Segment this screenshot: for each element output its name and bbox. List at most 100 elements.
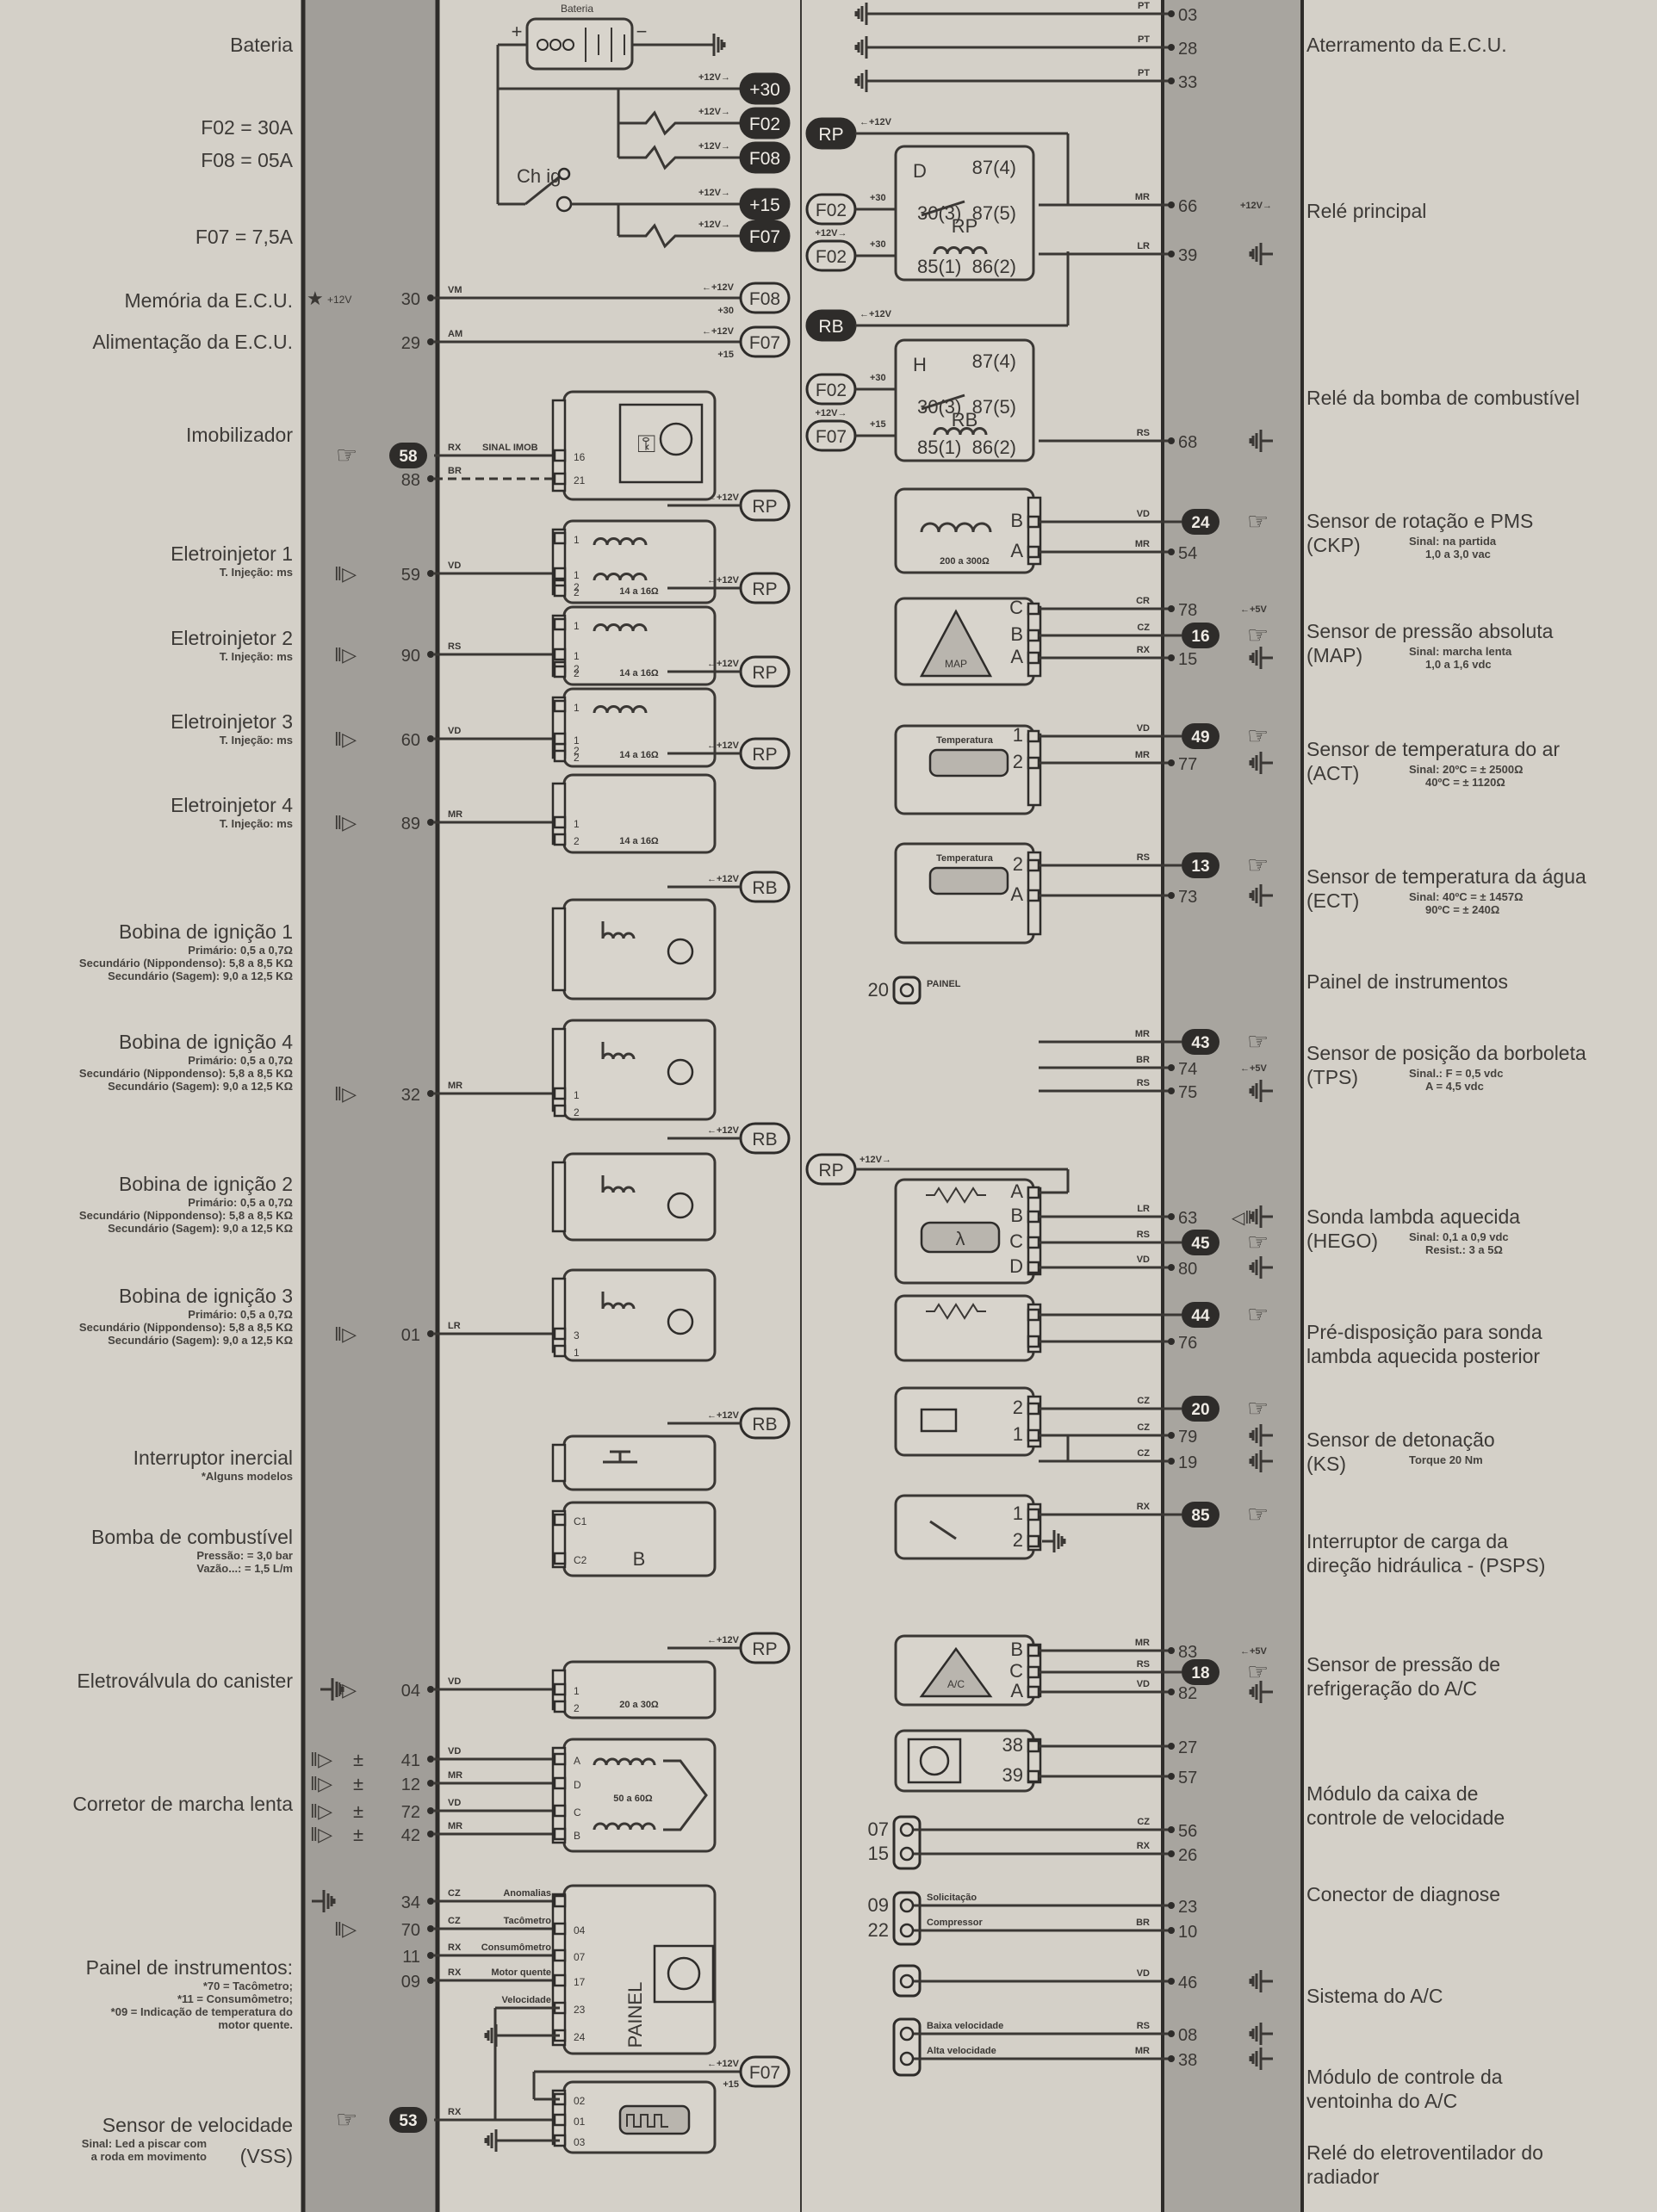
ecu-pin-left[interactable]: 11: [402, 1948, 434, 1967]
pin-number: 66: [1178, 197, 1197, 216]
signal-label: Tacômetro: [504, 1916, 552, 1926]
ecu-pin-left[interactable]: 41: [401, 1751, 434, 1770]
component-spec: 90ºC = ± 240Ω: [1425, 903, 1499, 916]
ground-icon: [1042, 1530, 1066, 1552]
connector-terminal: [899, 1898, 915, 1913]
wire-color: RS: [1137, 428, 1150, 438]
connector-pin: [1027, 858, 1040, 872]
component-code: refrigeração do A/C: [1306, 1677, 1477, 1700]
ecu-pin-left[interactable]: 59: [401, 566, 434, 585]
component-spec: Secundário (Sagem): 9,0 a 12,5 KΩ: [108, 1080, 293, 1093]
voltage-note: ←+5V: [1240, 604, 1268, 615]
pin-label: 1: [574, 534, 580, 546]
component-name: Sensor de pressão de: [1306, 1653, 1500, 1676]
voltage-note: +12V→: [816, 228, 847, 239]
pin-number: 57: [1178, 1769, 1197, 1788]
oval-label: F07: [816, 427, 847, 447]
component-spec: Primário: 0,5 a 0,7Ω: [188, 944, 293, 957]
test-point-badge: 24: [1182, 509, 1219, 535]
relay-feed: F07: [739, 2055, 791, 2088]
ecu-pin-left[interactable]: 89: [401, 815, 434, 833]
component-name: Pré-disposição para sonda: [1306, 1321, 1542, 1343]
pin-number: 70: [401, 1921, 420, 1940]
oval-shape: [739, 141, 791, 174]
component-code: (CKP): [1306, 534, 1361, 556]
pin-number: 90: [401, 647, 420, 666]
ecu-pin-left[interactable]: 72: [401, 1803, 434, 1822]
voltage-note: +12V→: [698, 72, 730, 83]
connector-housing: [551, 399, 567, 493]
ground-icon: [1249, 1970, 1273, 1992]
pin-number: 73: [1178, 888, 1197, 907]
voltage-note: ←+12V: [707, 575, 740, 586]
ecu-pin-left[interactable]: 09: [401, 1973, 434, 1992]
ecu-pin-left[interactable]: 32: [401, 1086, 434, 1105]
ecu-pin-left[interactable]: 04: [401, 1682, 434, 1701]
ecu-pin-left[interactable]: 88: [401, 471, 434, 490]
pin-dot: [427, 1686, 434, 1693]
pulse-signal-icon: ‖▷: [334, 644, 357, 666]
connector-pin: [1027, 515, 1040, 529]
connector-housing: [1027, 733, 1042, 807]
pin-number: 28: [1178, 40, 1197, 59]
ecu-pin-left[interactable]: 42: [401, 1826, 434, 1845]
voltage-note: +12V: [327, 294, 351, 306]
pin-dot: [427, 1780, 434, 1787]
right-label-group: Sensor de pressão absoluta(MAP)Sinal: ma…: [1306, 620, 1554, 671]
badge-shape: [1182, 1502, 1219, 1527]
wire-color: RX: [448, 1967, 462, 1978]
oval-shape: [739, 282, 791, 314]
connector-pin: [553, 699, 567, 713]
pin-label: B: [1010, 1205, 1023, 1226]
right-label-group: Sensor de temperatura do ar(ACT)Sinal: 2…: [1306, 738, 1560, 789]
component-name: Relé do eletroventilador do: [1306, 2141, 1543, 2164]
voltage-note: +15: [870, 419, 886, 430]
relay-letter: H: [913, 354, 927, 375]
hand-pointer-icon: ☞: [1247, 1501, 1269, 1527]
connector-terminal: [899, 1846, 915, 1862]
battery-icon: [525, 17, 634, 71]
connector-pin: [1027, 1665, 1040, 1679]
left-label-group: Memória da E.C.U.: [124, 289, 293, 312]
pulse-signal-icon: ◁‖: [1232, 1209, 1252, 1228]
pin-label: 07: [574, 1951, 586, 1963]
voltage-note: +30: [870, 239, 886, 250]
ecu-pin-left[interactable]: 01: [401, 1326, 434, 1345]
pin-dot: [1168, 1743, 1175, 1750]
pin-number: 01: [401, 1326, 420, 1345]
ecu-pin-left[interactable]: 70: [401, 1921, 434, 1940]
fuse-reference: F08: [739, 282, 791, 314]
pin-number: 39: [1178, 246, 1197, 265]
ecu-pin-left[interactable]: 90: [401, 647, 434, 666]
pin-label: B: [1010, 1639, 1023, 1660]
ecu-pin-left[interactable]: 12: [401, 1775, 434, 1794]
wire-color: VD: [1137, 1255, 1150, 1265]
pin-label: 23: [574, 2004, 586, 2016]
ecu-pin-left[interactable]: 34: [401, 1893, 434, 1912]
signal-label: SINAL IMOB: [482, 443, 538, 453]
ground-icon: [1249, 243, 1273, 265]
badge-number: 45: [1191, 1235, 1210, 1253]
hand-pointer-icon: ☞: [1247, 1301, 1269, 1328]
component-code: (ACT): [1306, 762, 1359, 784]
connector-pin: [553, 1104, 567, 1118]
ecu-pin-left[interactable]: 60: [401, 731, 434, 750]
voltage-note: +30: [717, 306, 734, 316]
voltage-note: +12V→: [1240, 201, 1272, 211]
component-spec: T. Injeção: ms: [220, 650, 293, 663]
voltage-note: ←+12V: [707, 1635, 740, 1645]
ecu-pin-left[interactable]: 29: [401, 334, 434, 353]
pin-dot: [1168, 44, 1175, 51]
fuse-symbol: [637, 223, 684, 249]
connector-pin: [1027, 1186, 1040, 1199]
pin-number: 27: [1178, 1738, 1197, 1757]
connector-pin: [553, 472, 567, 486]
component-spec: T. Injeção: ms: [220, 566, 293, 579]
pin-label: A: [1010, 1180, 1023, 1202]
connector-pin: [553, 617, 567, 631]
connector-pin: [1027, 1402, 1040, 1416]
pin-label: C1: [574, 1515, 587, 1527]
ecu-pin-left[interactable]: 30: [401, 290, 434, 309]
